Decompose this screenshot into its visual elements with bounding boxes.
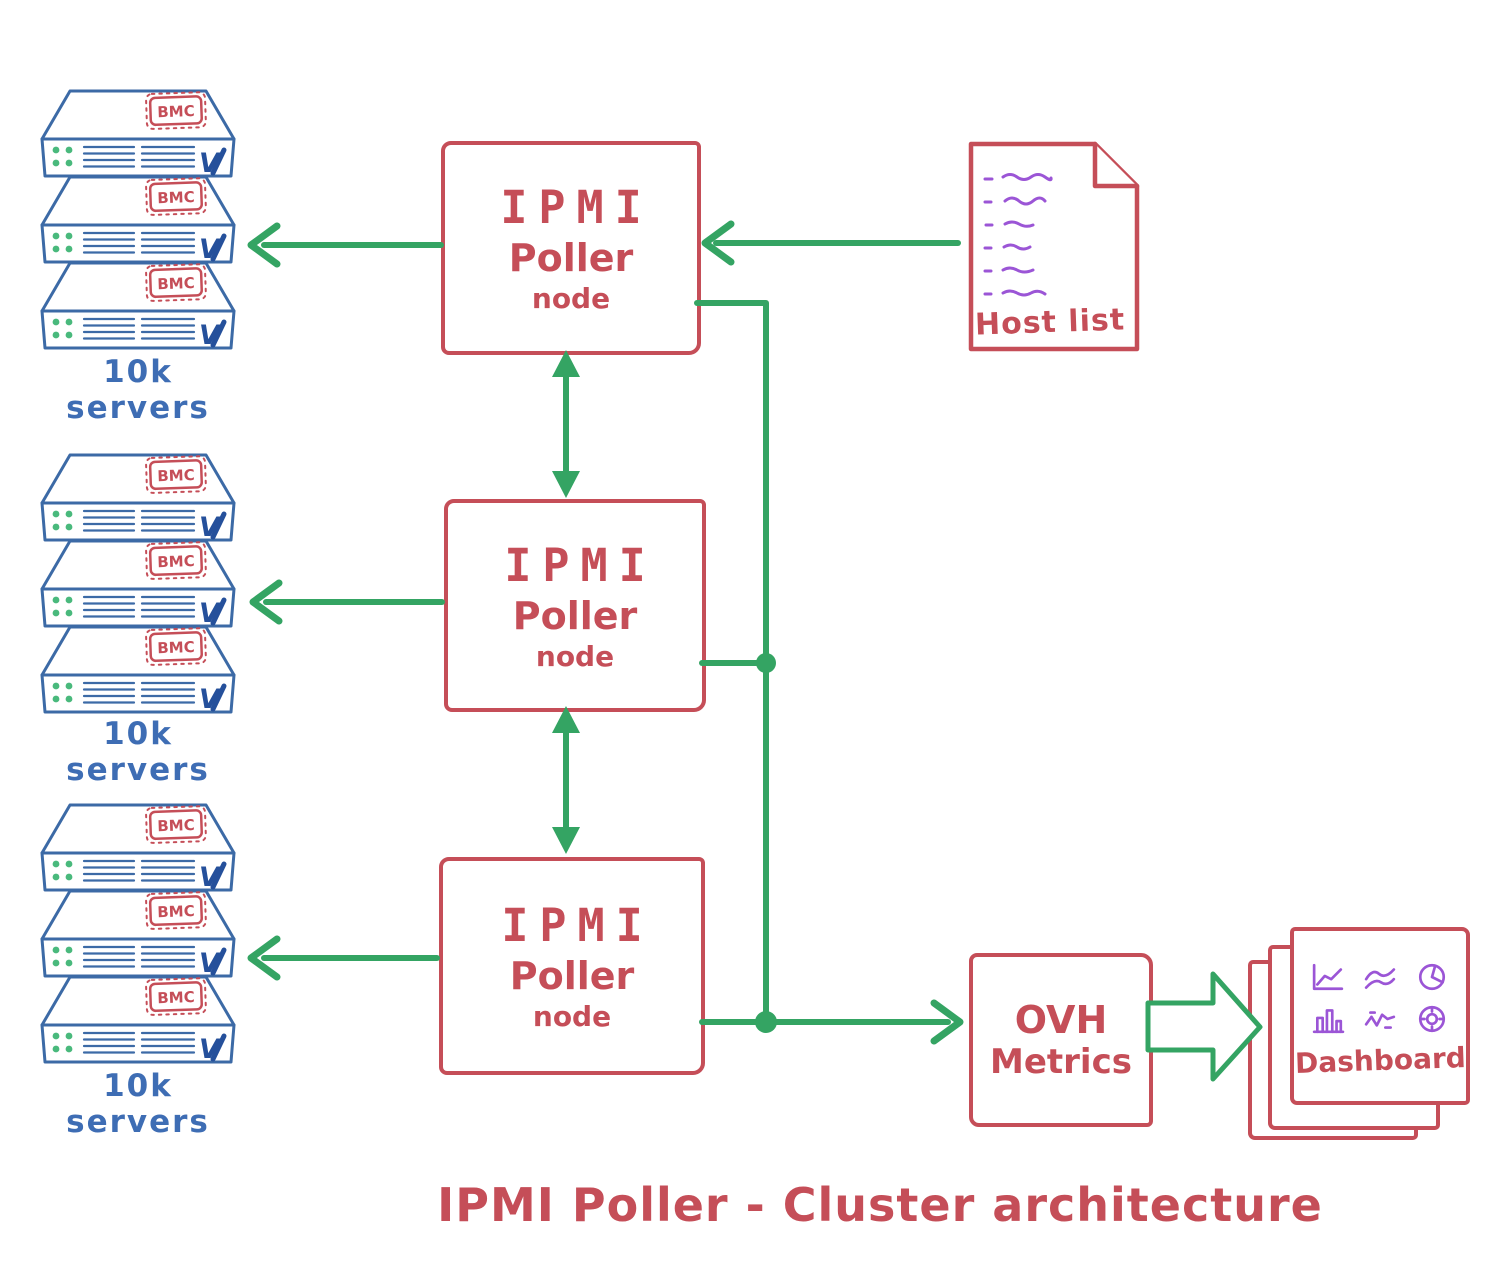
server-stack-2-label: 10k servers	[66, 716, 210, 788]
server-stack-1	[38, 88, 238, 350]
node-3-subtitle: Poller	[509, 954, 635, 998]
dashboard-window-front: Dashboard	[1290, 927, 1470, 1105]
area-chart-icon	[1364, 967, 1396, 989]
document-icon	[968, 141, 1140, 352]
arrow-node3-to-stack3	[247, 935, 440, 981]
server-stack-3-label: 10k servers	[66, 1068, 210, 1140]
pie-chart-icon	[1418, 963, 1446, 990]
server-stack-1-label: 10k servers	[66, 354, 210, 426]
host-list-document: Host list	[961, 139, 1143, 355]
arrow-node2-to-stack2	[249, 579, 445, 625]
dashboard-icon-grid	[1306, 958, 1454, 1038]
arrow-ovh-to-dashboard	[1145, 971, 1263, 1082]
bar-chart-icon	[1312, 1008, 1345, 1033]
dashboard-label: Dashboard	[1294, 1040, 1466, 1080]
node-3-title: IPMI	[501, 899, 654, 952]
node-2-suffix: node	[535, 639, 615, 673]
junction-dot-node3	[755, 1011, 777, 1033]
donut-chart-icon	[1418, 1005, 1446, 1032]
host-list-label: Host list	[974, 302, 1126, 343]
ovh-metrics-box: OVH Metrics	[969, 953, 1153, 1127]
node-3-suffix: node	[532, 1000, 612, 1033]
arrowhead-down-1	[552, 471, 580, 498]
arrow-node3-to-ovh-metrics	[699, 999, 964, 1045]
line-chart-icon	[1312, 963, 1344, 990]
ipmi-poller-node-2: IPMI Poller node	[444, 499, 706, 712]
server-stack-2	[38, 452, 238, 714]
arrow-node1-to-stack1	[247, 222, 444, 268]
arrowhead-down-2	[552, 827, 580, 854]
ipmi-poller-node-3: IPMI Poller node	[439, 857, 705, 1075]
node-1-title: IPMI	[500, 181, 653, 234]
host-list-lines	[983, 173, 1053, 297]
node-2-subtitle: Poller	[512, 593, 638, 638]
ovh-metrics-line2: Metrics	[990, 1042, 1132, 1082]
dashboard-stack: Dashboard	[1248, 927, 1470, 1142]
node-2-title: IPMI	[504, 538, 657, 592]
arrow-hostlist-to-node1	[701, 220, 961, 266]
node-1-suffix: node	[531, 282, 611, 315]
node-1-subtitle: Poller	[508, 236, 634, 280]
cluster-trunk-line	[694, 300, 769, 1025]
ipmi-poller-node-1: IPMI Poller node	[441, 141, 701, 355]
junction-dot-node2	[756, 653, 776, 673]
server-stack-3	[38, 802, 238, 1064]
ovh-metrics-line1: OVH	[1014, 998, 1108, 1042]
scatter-chart-icon	[1364, 1010, 1396, 1029]
diagram-title: IPMI Poller - Cluster architecture	[437, 1178, 1323, 1232]
